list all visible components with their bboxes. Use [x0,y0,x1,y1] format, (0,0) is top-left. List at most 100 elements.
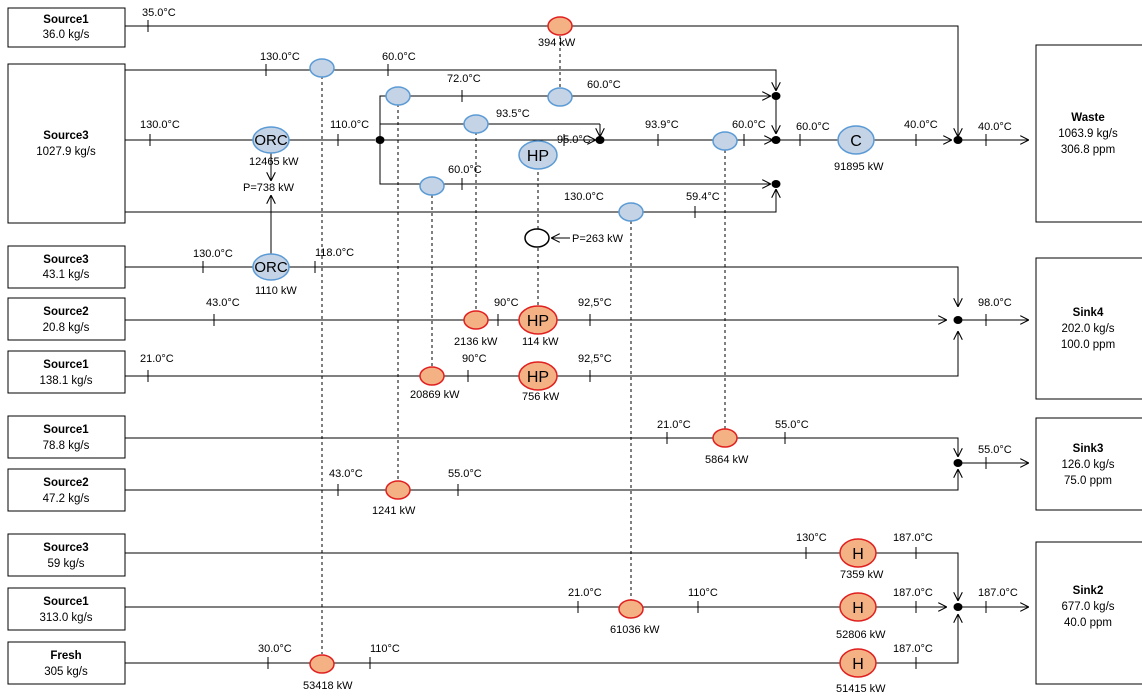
heat-pump-unit-3: HP [518,361,558,391]
stream-lines [125,25,1028,664]
temperature-label: 43.0°C [329,468,363,480]
box-flow: 305 kg/s [44,666,88,678]
box-flow: 126.0 kg/s [1061,459,1114,471]
box-concentration: 75.0 ppm [1064,475,1112,487]
temperature-label: 92,5°C [578,297,612,309]
duty-label: 53418 kW [303,680,353,692]
pump-unit [524,228,550,248]
box-flow: 47.2 kg/s [43,493,90,505]
box-source1-78: Source1 78.8 kg/s [7,415,126,459]
box-concentration: 40.0 ppm [1064,617,1112,629]
duty-label: 52806 kW [836,629,886,641]
box-name: Sink2 [1073,585,1104,597]
box-name: Source3 [43,130,88,142]
box-flow: 36.0 kg/s [43,29,90,41]
temperature-label: 55.0°C [775,419,809,431]
duty-label: 5864 kW [705,454,749,466]
unit-label: H [852,546,864,563]
temperature-label: 93.9°C [645,119,679,131]
box-name: Sink3 [1073,443,1104,455]
box-name: Source1 [43,424,89,436]
temperature-label: 187.0°C [893,532,933,544]
temperature-label: 130°C [796,532,827,544]
box-concentration: 306.8 ppm [1061,144,1115,156]
temperature-label: 35.0°C [142,7,176,19]
box-source2-47: Source2 47.2 kg/s [7,468,126,512]
duty-label: 1110 kW [255,285,297,297]
temperature-label: 30.0°C [258,643,292,655]
box-flow: 202.0 kg/s [1061,323,1114,335]
unit-label: H [852,600,864,617]
duty-label: 51415 kW [836,683,886,695]
temperature-label: 60.0°C [732,119,766,131]
box-flow: 1063.9 kg/s [1058,128,1118,140]
hot-side-exchangers [309,16,738,674]
box-sink3: Sink3 126.0 kg/s 75.0 ppm [1035,417,1142,511]
temperature-label: 118.0°C [315,247,354,259]
box-flow: 677.0 kg/s [1061,601,1114,613]
box-flow: 78.8 kg/s [43,440,90,452]
temperature-label: 60.0°C [587,79,621,91]
temperature-label: 130.0°C [193,248,233,260]
temperature-label: 55.0°C [978,444,1012,456]
temperature-label: 187.0°C [893,643,933,655]
heater-unit-2: H [839,592,877,622]
box-source3-1027: Source3 1027.9 kg/s [7,63,126,224]
heat-pump-unit-1: HP [518,140,558,170]
heater-unit-3: H [839,648,877,678]
temperature-label: 21.0°C [140,353,174,365]
box-name: Source1 [43,359,89,371]
temperature-label: 92,5°C [578,353,612,365]
duty-label: 91895 kW [834,161,884,173]
orc-unit-1: ORC [252,126,290,154]
unit-label: ORC [254,259,288,276]
box-fresh: Fresh 305 kg/s [7,641,126,685]
box-sink4: Sink4 202.0 kg/s 100.0 ppm [1035,257,1142,400]
temperature-label: 110°C [688,587,718,599]
cold-side-exchangers [309,58,738,222]
unit-label: HP [527,148,549,165]
temperature-label: 40.0°C [904,119,938,131]
temperature-label: 110°C [370,643,400,655]
box-source1-138: Source1 138.1 kg/s [7,350,126,394]
duty-label: 2136 kW [454,336,498,348]
box-name: Source2 [43,306,88,318]
box-source1-313: Source1 313.0 kg/s [7,587,126,631]
temperature-label: 60.0°C [796,121,830,133]
temperature-label: 60.0°C [382,51,416,63]
power-label: P=263 kW [572,233,624,245]
temperature-label: 55.0°C [448,468,482,480]
unit-label: HP [527,369,549,386]
temperature-label: 110.0°C [330,119,369,131]
temperature-label: 187.0°C [978,587,1018,599]
temperature-label: 21.0°C [657,419,691,431]
cooler-unit: C [837,125,875,155]
temperature-label: 130.0°C [140,119,180,131]
box-name: Waste [1071,112,1104,124]
annotations: 35.0°C 394 kW 130.0°C 60.0°C 72.0°C 60.0… [140,7,1018,695]
box-source3-59: Source3 59 kg/s [7,533,126,577]
orc-unit-2: ORC [252,253,290,281]
duty-label: 12465 kW [249,156,299,168]
temperature-label: 72.0°C [447,73,481,85]
temperature-label: 95.0°C [557,134,591,146]
temperature-label: 90°C [494,297,519,309]
temperature-label: 130.0°C [260,51,300,63]
temperature-ticks [147,20,987,669]
duty-label: 394 kW [538,37,576,49]
box-name: Fresh [50,650,81,662]
box-sink2: Sink2 677.0 kg/s 40.0 ppm [1035,541,1142,685]
unit-label: H [852,656,864,673]
duty-label: 1241 kW [372,505,416,517]
temperature-label: 98.0°C [978,297,1012,309]
duty-label: 7359 kW [840,569,884,581]
duty-label: 756 kW [522,391,560,403]
box-name: Source3 [43,542,88,554]
duty-label: 114 kW [522,336,559,348]
heat-pump-unit-2: HP [518,305,558,335]
power-label: P=738 kW [243,182,295,194]
box-waste: Waste 1063.9 kg/s 306.8 ppm [1035,44,1142,223]
box-name: Source1 [43,14,89,26]
heat-exchange-links [321,36,726,654]
box-flow: 43.1 kg/s [43,269,90,281]
